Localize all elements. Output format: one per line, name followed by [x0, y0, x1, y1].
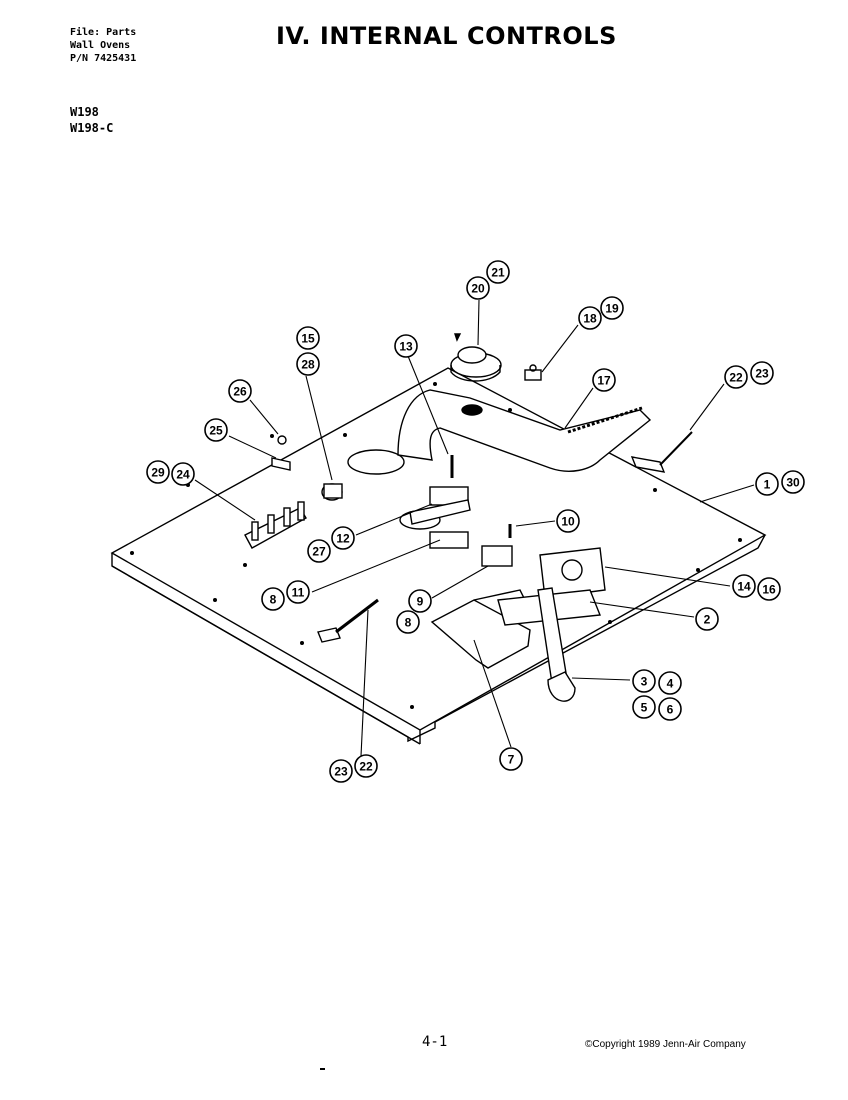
vent-duct [397, 389, 652, 472]
callout-12: 12 [331, 526, 355, 550]
file-line: File: Parts [70, 27, 137, 38]
svg-text:23: 23 [334, 765, 348, 779]
svg-text:22: 22 [359, 760, 373, 774]
file-info-block: File: Parts Wall Ovens P/N 7425431 [70, 26, 136, 65]
svg-text:10: 10 [561, 515, 575, 529]
callout-group: 21 20 19 18 15 28 13 17 22 23 26 25 29 2… [146, 260, 805, 783]
svg-text:28: 28 [301, 358, 315, 372]
svg-text:17: 17 [597, 374, 611, 388]
svg-text:19: 19 [605, 302, 619, 316]
svg-text:22: 22 [729, 371, 743, 385]
callout-1: 1 [755, 472, 779, 496]
svg-text:29: 29 [151, 466, 165, 480]
bracket [271, 457, 291, 471]
svg-text:27: 27 [312, 545, 326, 559]
callout-22-upper: 22 [724, 365, 748, 389]
callout-23-lower: 23 [329, 759, 353, 783]
callout-17: 17 [592, 368, 616, 392]
callout-15: 15 [296, 326, 320, 350]
svg-text:12: 12 [336, 532, 350, 546]
callout-5: 5 [632, 695, 656, 719]
callout-13: 13 [394, 334, 418, 358]
panel-edge-lip [111, 565, 421, 745]
control-panel-drawing [110, 333, 767, 745]
copyright-notice: ©Copyright 1989 Jenn-Air Company [585, 1039, 746, 1050]
callout-27: 27 [307, 539, 331, 563]
model-list: W198 W198-C [70, 104, 113, 136]
callout-22-lower: 22 [354, 754, 378, 778]
callout-18: 18 [578, 306, 602, 330]
relay [321, 483, 343, 501]
svg-text:13: 13 [399, 340, 413, 354]
callout-26: 26 [228, 379, 252, 403]
callout-16: 16 [757, 577, 781, 601]
lock-switch [429, 531, 469, 549]
svg-text:16: 16 [762, 583, 776, 597]
light-switch [481, 545, 513, 567]
svg-text:8: 8 [270, 593, 277, 607]
callout-3: 3 [632, 669, 656, 693]
svg-text:2: 2 [704, 613, 711, 627]
callout-23-upper: 23 [750, 361, 774, 385]
svg-text:23: 23 [755, 367, 769, 381]
svg-text:9: 9 [417, 595, 424, 609]
category-line: Wall Ovens [70, 40, 131, 51]
callout-11: 11 [286, 580, 310, 604]
callout-7: 7 [499, 747, 523, 771]
callout-8-left: 8 [261, 587, 285, 611]
callout-leaders [194, 299, 755, 757]
page-number: 4-1 [422, 1034, 448, 1050]
callout-14: 14 [732, 574, 756, 598]
svg-text:5: 5 [641, 701, 648, 715]
callout-10: 10 [556, 509, 580, 533]
svg-text:15: 15 [301, 332, 315, 346]
model-number: W198-C [70, 121, 114, 135]
thermostat-switch [524, 364, 542, 381]
lever-knob [547, 671, 576, 702]
model-number: W198 [70, 105, 99, 119]
callout-8-center: 8 [396, 610, 420, 634]
svg-text:8: 8 [405, 616, 412, 630]
callout-30: 30 [781, 470, 805, 494]
duct-opening [347, 449, 405, 475]
callout-24: 24 [171, 462, 195, 486]
callout-19: 19 [600, 296, 624, 320]
fan-motor [450, 346, 502, 382]
svg-text:11: 11 [292, 586, 305, 600]
part-number-line: P/N 7425431 [70, 53, 137, 64]
callout-6: 6 [658, 697, 682, 721]
svg-text:18: 18 [583, 312, 597, 326]
svg-text:20: 20 [471, 282, 485, 296]
svg-text:21: 21 [491, 266, 505, 280]
callout-2: 2 [695, 607, 719, 631]
page-title: IV. INTERNAL CONTROLS [276, 22, 617, 50]
svg-text:4: 4 [667, 677, 674, 691]
svg-text:24: 24 [176, 468, 190, 482]
svg-text:14: 14 [737, 580, 751, 594]
svg-text:26: 26 [233, 385, 247, 399]
callout-20: 20 [466, 276, 490, 300]
page-mark [320, 1068, 325, 1070]
callout-9: 9 [408, 589, 432, 613]
svg-text:30: 30 [786, 476, 800, 490]
svg-text:6: 6 [667, 703, 674, 717]
svg-text:25: 25 [209, 424, 223, 438]
nut [277, 435, 287, 445]
mounting-holes [130, 382, 742, 709]
callout-28: 28 [296, 352, 320, 376]
callout-21: 21 [486, 260, 510, 284]
terminal-block [244, 501, 307, 549]
svg-text:7: 7 [508, 753, 515, 767]
callout-25: 25 [204, 418, 228, 442]
svg-text:1: 1 [764, 478, 771, 492]
callout-4: 4 [658, 671, 682, 695]
callout-29: 29 [146, 460, 170, 484]
svg-text:3: 3 [641, 675, 648, 689]
